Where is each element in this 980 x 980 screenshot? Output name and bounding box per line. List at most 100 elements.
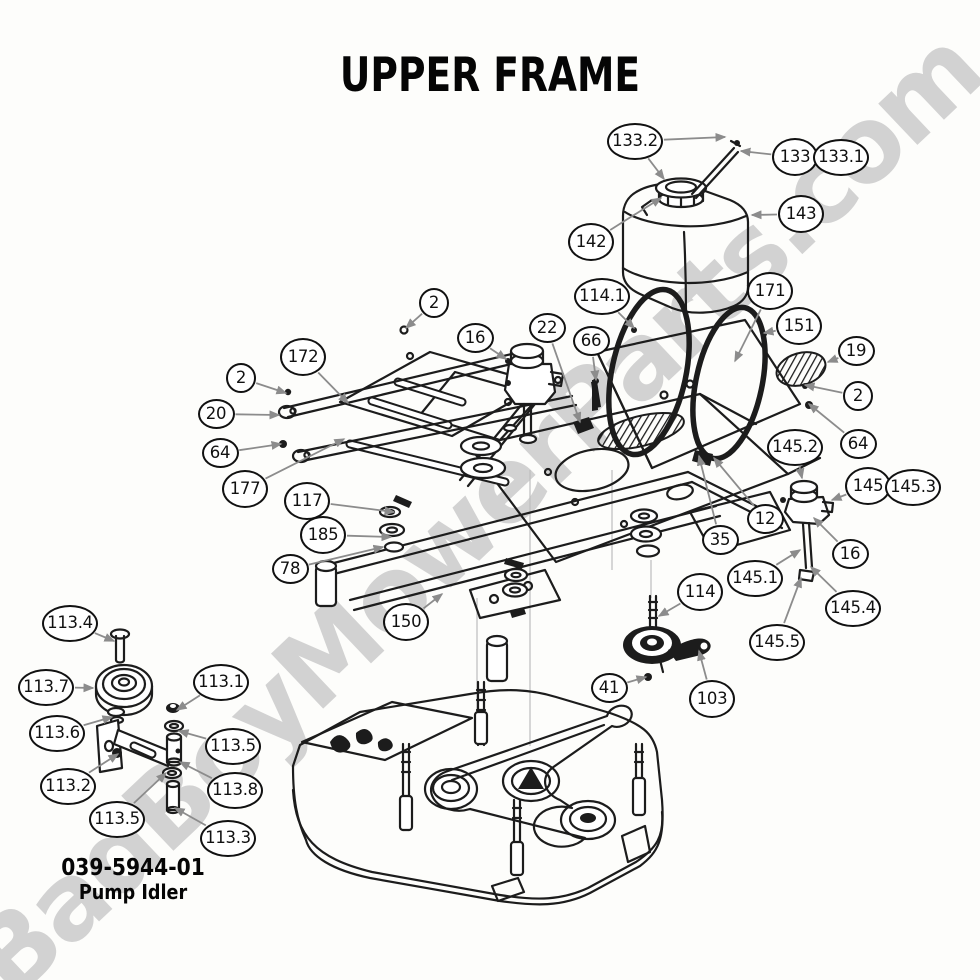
callout-label: 172 [287, 346, 319, 366]
leader-arrow [663, 132, 727, 142]
callout-64: 64 [839, 429, 877, 459]
callout-label: 103 [696, 688, 728, 708]
callout-16: 16 [456, 323, 494, 353]
roll-hoops [606, 286, 768, 462]
leader-arrow [133, 771, 168, 804]
leader-arrow [783, 576, 802, 624]
callout-label: 145.1 [732, 567, 778, 587]
callout-label: 2 [235, 367, 247, 387]
callout-2: 2 [419, 288, 449, 318]
drawing-footer: 039-5944-01 Pump Idler [54, 855, 212, 904]
leader-arrow [551, 343, 582, 424]
leader-arrow [94, 632, 116, 642]
callout-label: 171 [754, 280, 786, 300]
callout-label: 35 [709, 529, 731, 549]
callout-label: 22 [536, 317, 558, 337]
callout-2: 2 [843, 381, 873, 411]
callout-185: 185 [300, 516, 346, 554]
callout-label: 113.6 [34, 722, 80, 742]
callout-103: 103 [689, 680, 735, 718]
callout-113.8: 113.8 [207, 771, 263, 809]
rear-plate [591, 318, 827, 470]
leader-arrow [88, 753, 120, 774]
callout-41: 41 [590, 673, 628, 703]
frame-rails [314, 435, 784, 683]
callout-35: 35 [701, 525, 739, 555]
callout-label: 151 [783, 315, 815, 335]
callout-78: 78 [271, 554, 309, 584]
callout-20: 20 [197, 399, 235, 429]
mower-deck [291, 680, 664, 906]
leader-arrow [807, 403, 845, 434]
leader-arrow [627, 675, 648, 684]
leader-arrow [308, 544, 385, 566]
callout-label: 145.2 [772, 436, 818, 456]
callout-66: 66 [572, 326, 610, 356]
callout-label: 113.8 [212, 779, 258, 799]
callout-label: 2 [852, 385, 864, 405]
leader-arrow [775, 549, 802, 566]
callout-12: 12 [746, 504, 784, 534]
leader-arrow [809, 565, 838, 593]
callout-22: 22 [528, 313, 566, 343]
leader-arrow [647, 157, 665, 181]
leader-arrow [739, 147, 772, 157]
page-title: UPPER FRAME [339, 48, 641, 103]
leader-arrow [239, 440, 283, 452]
callout-2: 2 [226, 363, 256, 393]
callout-label: 16 [464, 327, 486, 347]
callout-label: 142 [575, 231, 607, 251]
leader-arrow [812, 516, 839, 543]
leader-arrow [750, 210, 778, 220]
callout-label: 113.3 [205, 827, 251, 847]
leader-arrow [609, 197, 663, 231]
callout-label: 113.4 [47, 612, 93, 632]
callout-label: 143 [785, 203, 817, 223]
callout-114.1: 114.1 [574, 277, 630, 315]
callout-label: 114.1 [579, 285, 625, 305]
callout-16: 16 [831, 539, 869, 569]
callout-label: 19 [845, 340, 867, 360]
leader-arrow [826, 354, 839, 363]
callout-label: 113.2 [45, 775, 91, 795]
callout-label: 133.2 [612, 130, 658, 150]
leader-arrow [489, 347, 508, 360]
leader-arrow [734, 309, 762, 363]
callout-177: 177 [222, 470, 268, 508]
leader-arrow [265, 438, 346, 480]
callout-113.5: 113.5 [205, 727, 261, 765]
leader-arrow [404, 313, 423, 329]
leader-arrow [235, 410, 281, 420]
callout-label: 145.4 [830, 597, 876, 617]
leader-arrow [317, 371, 350, 405]
callout-label: 64 [209, 442, 231, 462]
callout-117: 117 [284, 482, 330, 520]
callout-label: 145.3 [890, 476, 936, 496]
callout-label: 117 [291, 490, 323, 510]
callout-label: 78 [279, 558, 301, 578]
callout-133.2: 133.2 [607, 122, 663, 160]
callout-172: 172 [280, 338, 326, 376]
leader-arrow [617, 311, 636, 330]
callout-label: 12 [754, 508, 776, 528]
callout-64: 64 [201, 438, 239, 468]
callout-113.1: 113.1 [193, 663, 249, 701]
callout-label: 113.5 [94, 808, 140, 828]
callout-113.5: 113.5 [89, 800, 145, 838]
callout-171: 171 [747, 272, 793, 310]
callout-label: 64 [847, 433, 869, 453]
callout-145.4: 145.4 [825, 589, 881, 627]
callout-label: 114 [684, 581, 716, 601]
callout-113.2: 113.2 [40, 767, 96, 805]
leader-arrow [696, 454, 717, 525]
callout-113.4: 113.4 [42, 604, 98, 642]
leader-arrow [178, 761, 213, 780]
leader-arrow [713, 456, 755, 507]
callout-label: 133.1 [818, 146, 864, 166]
leader-arrow [795, 466, 805, 480]
callout-label: 185 [307, 524, 339, 544]
leader-arrow [177, 729, 207, 740]
